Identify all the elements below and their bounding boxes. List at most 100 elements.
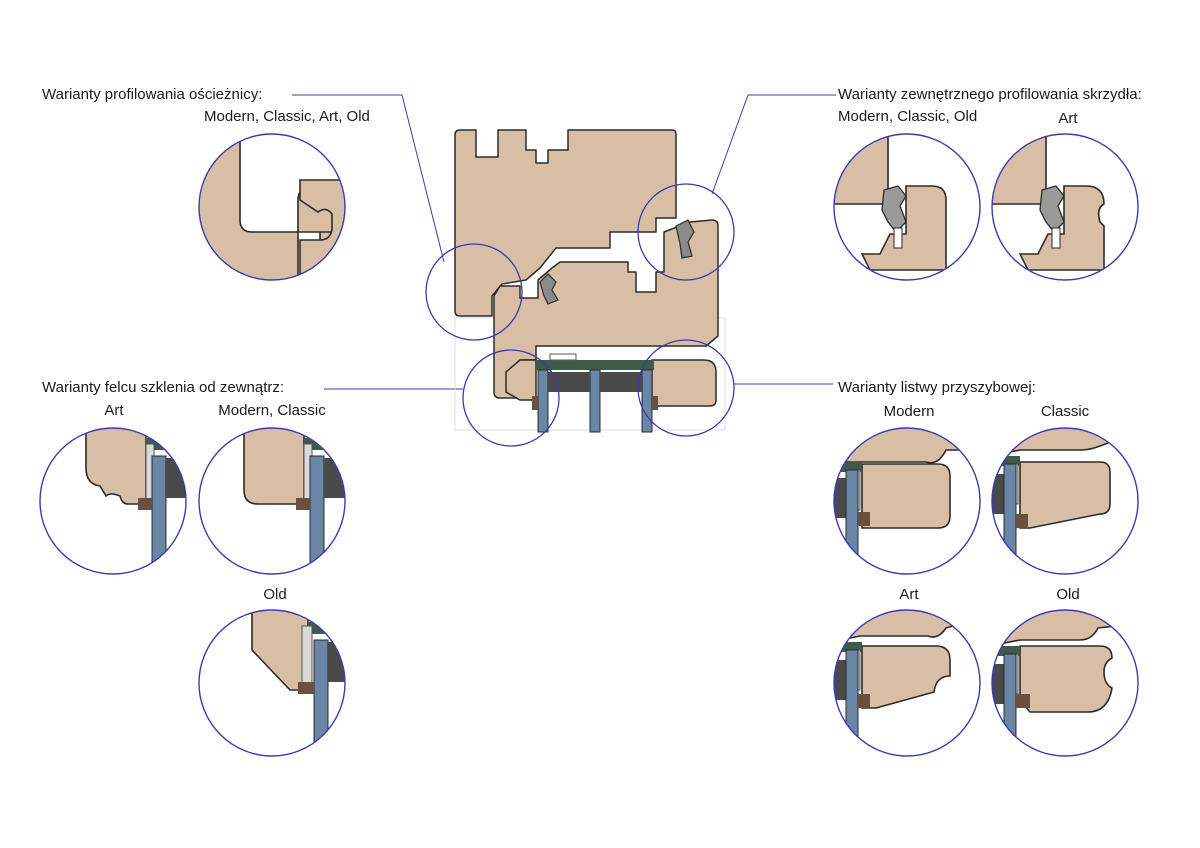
detail-rebate-mc-glass	[309, 455, 325, 574]
leader-sash	[711, 94, 836, 195]
detail-sash2-frame	[992, 134, 1047, 205]
detail-bead-cls-block	[1016, 514, 1028, 528]
highlight-sash	[637, 183, 735, 281]
detail-rebate-art-circle	[39, 427, 187, 575]
glass-top-seal	[536, 360, 654, 370]
detail-rebate-old-wood	[251, 610, 309, 691]
detail-sash2-sash	[1018, 185, 1105, 271]
detail-rebate-old	[198, 609, 346, 757]
glazing-rebate-art: Art	[104, 402, 124, 419]
detail-frame-wood	[199, 134, 299, 280]
spacer-1	[548, 372, 590, 392]
glazing-bead-art: Art	[899, 586, 919, 603]
detail-rebate-old-spacer	[328, 642, 345, 682]
frame-profiles-variants: Modern, Classic, Art, Old	[204, 108, 370, 125]
detail-sash1-circle	[833, 133, 981, 281]
detail-sash1-sash	[860, 185, 947, 271]
detail-rebate-old-glass	[313, 639, 329, 756]
glazing-rebate-title: Warianty felcu szklenia od zewnątrz:	[42, 379, 285, 396]
detail-sash1-frame	[834, 134, 889, 205]
glazing-bead-main	[651, 359, 717, 407]
detail-bead-old-spacer	[992, 664, 1006, 704]
detail-bead-modern	[833, 427, 981, 575]
detail-bead-art-top	[834, 610, 961, 643]
detail-sash-mcold	[833, 133, 981, 281]
glazing-bead-classic: Classic	[1040, 403, 1090, 420]
detail-bead-cls-glass	[1003, 463, 1017, 574]
detail-rebate-mc-circle	[198, 427, 346, 575]
frame-profile	[454, 129, 677, 317]
glass-pane-1	[537, 369, 549, 433]
detail-rebate-mc-block	[296, 498, 310, 510]
detail-sash2-gasket	[1039, 185, 1065, 233]
detail-bead-mod-circle	[833, 427, 981, 575]
detail-bead-cls-seal	[992, 456, 1020, 466]
glass-pane-2	[589, 369, 601, 433]
detail-bead-old-glass	[1003, 653, 1017, 756]
glazing-rebate-modern-classic: Modern, Classic	[218, 402, 326, 419]
sash-profiles-title: Warianty zewnętrznego profilowania skrzy…	[838, 86, 1142, 103]
sash-gasket	[539, 273, 559, 305]
detail-bead-classic	[991, 427, 1139, 575]
detail-bead-art-spacer	[834, 660, 848, 700]
detail-bead-art-block	[858, 694, 870, 708]
glass-pane-3	[641, 369, 653, 433]
detail-sash1-strip	[893, 227, 903, 249]
detail-bead-art-circle	[833, 609, 981, 757]
detail-bead-old-circle	[991, 609, 1139, 757]
leader-frame	[292, 94, 445, 263]
detail-rebate-art-block	[138, 498, 152, 510]
detail-bead-mod-block	[858, 512, 870, 526]
detail-bead-cls-spacer	[992, 474, 1006, 514]
highlight-rebate	[462, 349, 560, 447]
detail-bead-cls-top	[992, 428, 1117, 457]
detail-frame-profile	[198, 133, 346, 281]
detail-rebate-art-wood	[85, 428, 147, 505]
detail-bead-mod-glass	[845, 469, 859, 574]
frame-gasket	[675, 219, 695, 259]
frame-profiles-title: Warianty profilowania ościeżnicy:	[42, 86, 263, 103]
detail-sash-art	[991, 133, 1139, 281]
sash-profile	[493, 219, 719, 399]
detail-rebate-mc-wood	[243, 428, 305, 505]
detail-rebate-art	[39, 427, 187, 575]
detail-bead-art-glass	[845, 649, 859, 756]
sash-profiles-variants: Modern, Classic, Old	[838, 108, 978, 125]
setting-block-1	[532, 396, 538, 410]
detail-frame-circle	[198, 133, 346, 281]
detail-bead-cls-circle	[991, 427, 1139, 575]
detail-rebate-art-glass	[151, 455, 167, 574]
detail-bead-old-block	[1016, 694, 1030, 708]
detail-rebate-art-spacer	[166, 458, 186, 498]
glass-top-strip	[549, 353, 577, 361]
detail-rebate-modern-classic	[198, 427, 346, 575]
detail-rebate-old-block	[298, 682, 314, 694]
detail-sash2-circle	[991, 133, 1139, 281]
glazing-bead-modern: Modern	[883, 403, 935, 420]
detail-bead-art-bead	[861, 645, 951, 709]
spacer-2	[600, 372, 642, 392]
detail-sash1-gasket	[881, 185, 907, 233]
glazing-rebate-old: Old	[263, 586, 287, 603]
detail-bead-cls-bead	[1019, 461, 1111, 529]
detail-bead-old	[991, 609, 1139, 757]
detail-bead-mod-spacer	[834, 478, 848, 518]
detail-rebate-old-strip	[301, 625, 313, 687]
leader-lines	[292, 94, 836, 390]
setting-block-2	[652, 396, 658, 410]
glazing-bead-title: Warianty listwy przyszybowej:	[838, 379, 1036, 396]
main-cross-section	[454, 129, 726, 433]
glazing-bead-old: Old	[1056, 586, 1080, 603]
detail-bead-mod-seal	[834, 462, 862, 472]
detail-bead-old-seal	[992, 646, 1020, 656]
detail-sash2-strip	[1051, 227, 1061, 249]
detail-rebate-old-circle	[198, 609, 346, 757]
detail-bead-old-bead	[1019, 645, 1113, 713]
detail-bead-art	[833, 609, 981, 757]
sash-profiles-art: Art	[1058, 110, 1078, 127]
detail-bead-mod-bead	[861, 463, 951, 529]
detail-frame-right	[299, 179, 345, 280]
highlight-bead	[637, 339, 735, 437]
